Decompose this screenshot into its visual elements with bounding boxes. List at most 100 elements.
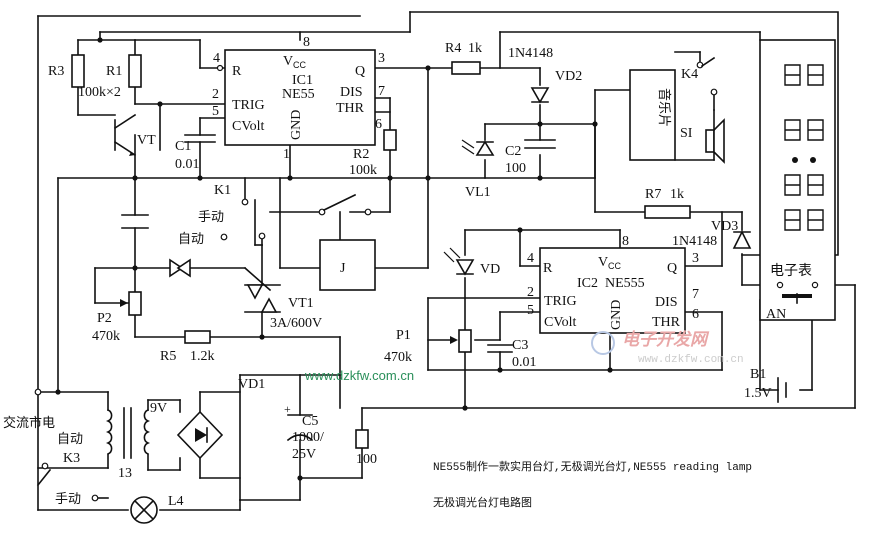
svg-text:470k: 470k	[384, 350, 412, 365]
svg-text:3: 3	[692, 251, 699, 266]
svg-text:www.dzkfw.com.cn: www.dzkfw.com.cn	[638, 354, 744, 366]
svg-text:100k×2: 100k×2	[78, 85, 121, 100]
resistor-r4: R4 1k	[445, 41, 482, 75]
svg-text:TRIG: TRIG	[544, 294, 577, 309]
svg-text:8: 8	[303, 35, 310, 50]
led-vd: VD	[443, 247, 500, 277]
svg-text:VD3: VD3	[711, 219, 738, 234]
svg-text:0.01: 0.01	[512, 355, 537, 370]
svg-text:DIS: DIS	[655, 295, 678, 310]
svg-text:3A/600V: 3A/600V	[270, 316, 322, 331]
svg-text:DIS: DIS	[340, 85, 363, 100]
svg-text:25V: 25V	[292, 447, 316, 462]
battery-b1: B1 1.5V	[744, 367, 787, 403]
svg-text:1N4148: 1N4148	[508, 46, 553, 61]
capacitor-c3: C3 0.01	[512, 338, 537, 370]
wiring	[37, 11, 856, 511]
svg-text:R4: R4	[445, 41, 461, 56]
svg-text:R: R	[232, 64, 242, 79]
triac-vt1: VT1 3A/600V	[244, 284, 322, 331]
svg-text:NE55: NE55	[282, 87, 315, 102]
resistor-100: 100	[355, 429, 377, 467]
svg-text:6: 6	[692, 307, 699, 322]
svg-text:自动: 自动	[178, 232, 204, 247]
svg-text:VD: VD	[480, 262, 500, 277]
svg-text:1000/: 1000/	[292, 430, 324, 445]
junctions	[55, 37, 613, 481]
svg-text:7: 7	[692, 287, 699, 302]
svg-text:THR: THR	[336, 101, 365, 116]
resistor-r1: R1 100k×2	[78, 54, 142, 100]
svg-text:V: V	[598, 255, 608, 270]
svg-text:C5: C5	[302, 414, 318, 429]
svg-text:R2: R2	[353, 147, 369, 162]
svg-text:3: 3	[378, 51, 385, 66]
svg-text:THR: THR	[652, 315, 681, 330]
transformer: 9V 13	[106, 401, 167, 481]
svg-text:手动: 手动	[198, 210, 224, 225]
svg-text:电子表: 电子表	[770, 263, 812, 279]
svg-text:1.5V: 1.5V	[744, 386, 772, 401]
svg-text:Q: Q	[355, 64, 365, 79]
svg-text:4: 4	[213, 51, 220, 66]
svg-text:L4: L4	[168, 494, 184, 509]
resistor-r2: R2 100k	[349, 129, 397, 178]
svg-text:+: +	[284, 402, 291, 416]
caption-line2: 无极调光台灯电路图	[433, 495, 532, 510]
svg-text:VT: VT	[137, 133, 156, 148]
svg-text:1k: 1k	[468, 41, 482, 56]
bridge-vd1: VD1	[176, 377, 265, 460]
resistor-r7: R7 1k	[644, 187, 691, 219]
svg-text:R: R	[543, 261, 553, 276]
svg-text:IC2: IC2	[577, 276, 598, 291]
caption: NE555制作一款实用台灯,无极调光台灯,NE555 reading lamp …	[433, 459, 752, 510]
mains-input: 交流市电 自动 K3 手动	[3, 388, 99, 507]
electronic-clock: 电子表 AN	[759, 39, 836, 322]
switch-k1: K1 手动 自动	[178, 183, 266, 247]
svg-text:7: 7	[378, 84, 385, 99]
svg-text:Q: Q	[667, 261, 677, 276]
potentiometer-p1: P1 470k	[384, 328, 472, 365]
diac	[169, 258, 191, 278]
ic2-ne555: 4 R 2 TRIG 5 CVolt 8 V CC IC2 NE555 GND …	[527, 234, 699, 334]
svg-text:13: 13	[118, 466, 132, 481]
svg-text:自动: 自动	[57, 432, 83, 447]
svg-text:6: 6	[375, 117, 382, 132]
svg-text:R3: R3	[48, 64, 64, 79]
svg-text:VD1: VD1	[238, 377, 265, 392]
svg-text:IC1: IC1	[292, 73, 313, 88]
svg-text:1.2k: 1.2k	[190, 349, 215, 364]
relay-j: J	[319, 239, 376, 291]
svg-text:470k: 470k	[92, 329, 120, 344]
svg-text:100: 100	[505, 161, 526, 176]
svg-text:GND: GND	[609, 300, 624, 330]
svg-text:R1: R1	[106, 64, 122, 79]
svg-text:100: 100	[356, 452, 377, 467]
svg-text:1k: 1k	[670, 187, 684, 202]
svg-text:R5: R5	[160, 349, 176, 364]
resistor-r3: R3	[48, 54, 85, 88]
svg-text:VD2: VD2	[555, 69, 582, 84]
music-chip: 音乐片	[629, 69, 676, 161]
svg-text:1N4148: 1N4148	[672, 234, 717, 249]
svg-text:B1: B1	[750, 367, 766, 382]
svg-text:电子开发网: 电子开发网	[622, 330, 710, 350]
svg-text:0.01: 0.01	[175, 157, 200, 172]
ic1-ne555: 4 R 2 TRIG 5 CVolt 8 V CC IC1 NE55 GND 1…	[212, 35, 385, 162]
svg-text:C3: C3	[512, 338, 528, 353]
svg-text:2: 2	[527, 285, 534, 300]
lamp-l4: L4	[130, 494, 184, 524]
capacitor-c2: C2 100	[505, 144, 526, 176]
svg-text:R7: R7	[645, 187, 661, 202]
svg-text:5: 5	[527, 303, 534, 318]
svg-text:交流市电: 交流市电	[3, 415, 55, 431]
clock-digits	[784, 64, 824, 231]
watermark: www.dzkfw.com.cn 电子开发网 www.dzkfw.com.cn	[304, 330, 744, 383]
svg-text:VT1: VT1	[288, 296, 314, 311]
svg-text:K3: K3	[63, 451, 80, 466]
svg-text:P1: P1	[396, 328, 411, 343]
svg-text:音乐片: 音乐片	[656, 88, 672, 127]
svg-text:5: 5	[212, 104, 219, 119]
svg-text:NE555: NE555	[605, 276, 645, 291]
